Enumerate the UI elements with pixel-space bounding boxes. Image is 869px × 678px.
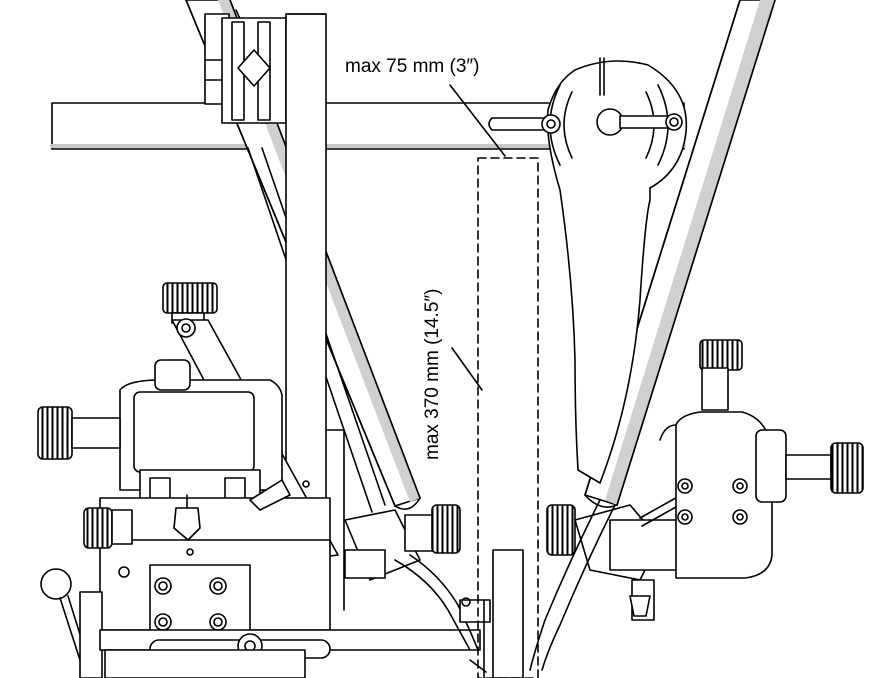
workpiece-envelope <box>477 157 539 678</box>
guide-post <box>483 549 524 678</box>
height-leader-line <box>451 347 483 391</box>
bottom-track <box>99 629 481 678</box>
rail-clamp-block <box>204 13 287 124</box>
max-width-label: max 75 mm (3″) <box>345 56 480 77</box>
side-knob-left <box>37 406 121 460</box>
right-carriage-body <box>659 339 864 579</box>
lock-handle-left <box>488 114 561 134</box>
lock-handle-right <box>596 108 683 136</box>
carriage-body <box>99 359 331 638</box>
right-diagonal-tube <box>584 0 776 508</box>
width-leader-line <box>449 84 506 157</box>
clamp-knob-lower <box>83 507 133 549</box>
ball-lever <box>40 568 103 678</box>
left-torch-holder <box>344 504 491 673</box>
max-height-label: max 370 mm (14.5″) <box>422 288 443 460</box>
